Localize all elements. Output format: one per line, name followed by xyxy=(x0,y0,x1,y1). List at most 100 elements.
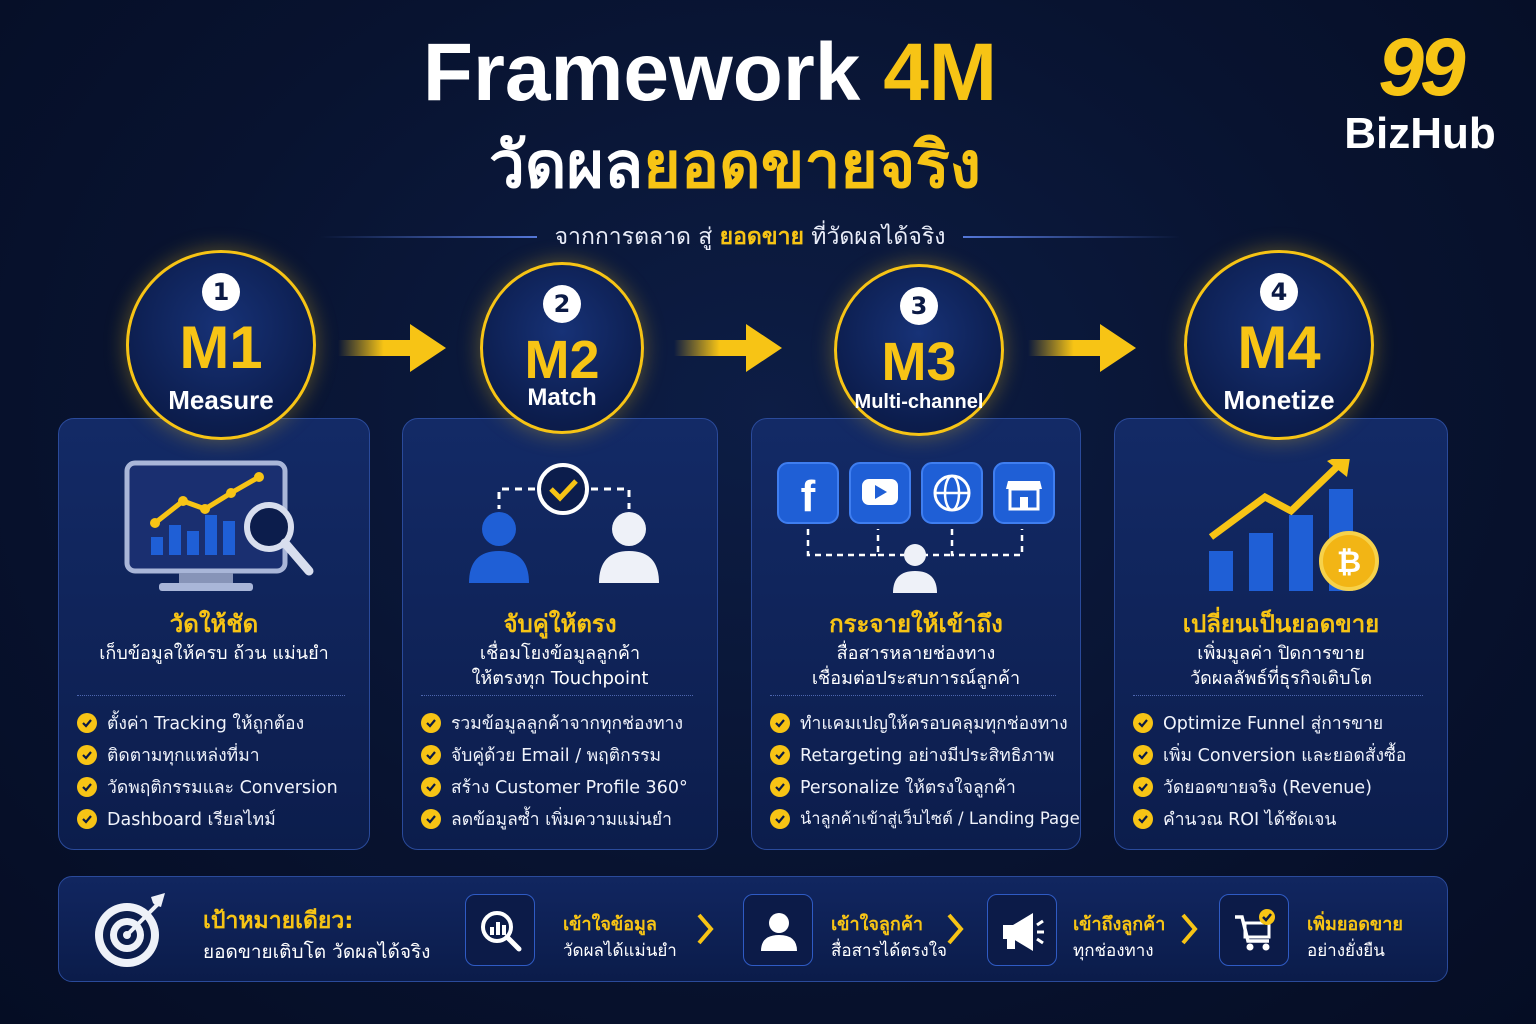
page-subtitle: วัดผลยอดขายจริง xyxy=(0,128,1470,204)
tagline-part2: ยอดขาย xyxy=(719,224,804,250)
list-item-text: วัดพฤติกรรมและ Conversion xyxy=(107,778,338,798)
step-circle-m3: 3 M3 Multi-channel xyxy=(834,264,1004,436)
list-item-text: รวมข้อมูลลูกค้าจากทุกช่องทาง xyxy=(451,714,683,734)
megaphone-icon xyxy=(987,894,1057,966)
analytics-search-icon xyxy=(465,894,535,966)
tagline-line-right xyxy=(963,236,1180,238)
list-item: ลดข้อมูลซ้ำ เพิ่มความแม่นยำ xyxy=(421,803,709,835)
check-icon xyxy=(77,809,97,829)
svg-text:₿: ₿ xyxy=(1337,545,1361,580)
list-item: นำลูกค้าเข้าสู่เว็บไซต์ / Landing Page xyxy=(770,803,1080,835)
step-checklist: ตั้งค่า Tracking ให้ถูกต้อง ติดตามทุกแหล… xyxy=(77,707,361,835)
target-icon xyxy=(95,893,165,967)
step-description-line: เชื่อมโยงข้อมูลลูกค้า xyxy=(479,643,641,664)
cart-check-icon xyxy=(1219,894,1289,966)
monitor-analytics-icon xyxy=(124,460,314,591)
logo-number: 99 xyxy=(1378,22,1465,113)
logo-name: BizHub xyxy=(1344,109,1496,158)
step-description-line: สื่อสารหลายช่องทาง xyxy=(836,643,996,664)
list-item-text: Personalize ให้ตรงใจลูกค้า xyxy=(800,778,1016,798)
goal-bar: เป้าหมายเดียว: ยอดขายเติบโต วัดผลได้จริง… xyxy=(58,876,1448,982)
tagline-part3: ที่วัดผลได้จริง xyxy=(803,224,946,250)
list-item-text: ตั้งค่า Tracking ให้ถูกต้อง xyxy=(107,714,305,734)
step-title: เปลี่ยนเป็นยอดขาย xyxy=(1182,610,1380,638)
step-circle-m1: 1 M1 Measure xyxy=(126,250,316,440)
check-icon xyxy=(770,809,790,829)
tagline-part1: จากการตลาด สู่ xyxy=(554,224,720,250)
flow-step-subtitle: ทุกช่องทาง xyxy=(1073,941,1154,961)
step-number-badge: 2 xyxy=(543,285,581,323)
list-item-text: Dashboard เรียลไทม์ xyxy=(107,810,276,830)
step-name: Multi-channel xyxy=(854,391,984,413)
user-icon xyxy=(743,894,813,966)
arrow-right-icon xyxy=(338,324,446,372)
step-number-badge: 4 xyxy=(1260,273,1298,311)
check-icon xyxy=(1133,777,1153,797)
step-checklist: รวมข้อมูลลูกค้าจากทุกช่องทาง จับคู่ด้วย … xyxy=(421,707,709,835)
list-item-text: สร้าง Customer Profile 360° xyxy=(451,778,688,798)
list-item: ทำแคมเปญให้ครอบคลุมทุกช่องทาง xyxy=(770,707,1072,739)
list-item-text: จับคู่ด้วย Email / พฤติกรรม xyxy=(451,746,662,766)
check-icon xyxy=(77,713,97,733)
list-item: คำนวณ ROI ได้ชัดเจน xyxy=(1133,803,1439,835)
flow-step-title: เข้าใจข้อมูล xyxy=(563,914,657,935)
list-item: Dashboard เรียลไทม์ xyxy=(77,803,361,835)
subtitle-white: วัดผล xyxy=(488,129,644,203)
list-item-text: เพิ่ม Conversion และยอดสั่งซื้อ xyxy=(1163,746,1407,766)
arrow-right-icon xyxy=(674,324,782,372)
list-item: Personalize ให้ตรงใจลูกค้า xyxy=(770,771,1072,803)
arrow-right-icon xyxy=(1028,324,1136,372)
divider xyxy=(77,695,345,696)
flow-step-title: เพิ่มยอดขาย xyxy=(1307,914,1403,935)
step-code: M2 xyxy=(524,330,600,390)
goal-subtitle: ยอดขายเติบโต วัดผลได้จริง xyxy=(203,941,431,963)
step-circle-m2: 2 M2 Match xyxy=(480,262,644,434)
subtitle-yellow: ยอดขายจริง xyxy=(643,129,982,203)
list-item-text: ติดตามทุกแหล่งที่มา xyxy=(107,746,260,766)
step-code: M4 xyxy=(1237,314,1321,381)
check-icon xyxy=(421,777,441,797)
step-name: Measure xyxy=(168,385,274,415)
step-circle-m4: 4 M4 Monetize xyxy=(1184,250,1374,440)
list-item-text: Optimize Funnel สู่การขาย xyxy=(1163,714,1384,734)
check-icon xyxy=(421,809,441,829)
svg-text:f: f xyxy=(801,472,816,521)
step-code: M1 xyxy=(179,314,263,381)
channels-icon: f xyxy=(777,462,1055,593)
list-item: Retargeting อย่างมีประสิทธิภาพ xyxy=(770,739,1072,771)
list-item: รวมข้อมูลลูกค้าจากทุกช่องทาง xyxy=(421,707,709,739)
list-item-text: ลดข้อมูลซ้ำ เพิ่มความแม่นยำ xyxy=(451,810,672,830)
step-description: สื่อสารหลายช่องทาง เชื่อมต่อประสบการณ์ลู… xyxy=(752,641,1080,691)
title-4m: 4M xyxy=(883,27,998,118)
list-item-text: ทำแคมเปญให้ครอบคลุมทุกช่องทาง xyxy=(800,714,1068,734)
brand-logo: 99 BizHub xyxy=(1330,26,1510,158)
check-icon xyxy=(1133,713,1153,733)
list-item-text: วัดยอดขายจริง (Revenue) xyxy=(1163,778,1372,798)
tagline: จากการตลาด สู่ ยอดขาย ที่วัดผลได้จริง xyxy=(320,220,1180,254)
flow-step-subtitle: วัดผลได้แม่นยำ xyxy=(563,941,677,961)
check-icon xyxy=(77,745,97,765)
step-description: เพิ่มมูลค่า ปิดการขาย วัดผลลัพธ์ที่ธุรกิ… xyxy=(1115,641,1447,691)
step-description-line: เพิ่มมูลค่า ปิดการขาย xyxy=(1197,643,1365,664)
chevron-right-icon xyxy=(697,913,714,945)
list-item: สร้าง Customer Profile 360° xyxy=(421,771,709,803)
list-item-text: นำลูกค้าเข้าสู่เว็บไซต์ / Landing Page xyxy=(800,809,1080,828)
step-description-line: เชื่อมต่อประสบการณ์ลูกค้า xyxy=(811,668,1021,689)
step-code: M3 xyxy=(881,332,957,392)
check-icon xyxy=(1133,809,1153,829)
list-item: จับคู่ด้วย Email / พฤติกรรม xyxy=(421,739,709,771)
step-title: วัดให้ชัด xyxy=(169,610,259,638)
tagline-line-left xyxy=(320,236,537,238)
step-card-m1: วัดให้ชัด เก็บข้อมูลให้ครบ ถ้วน แม่นยำ ต… xyxy=(58,418,370,850)
list-item-text: คำนวณ ROI ได้ชัดเจน xyxy=(1163,810,1337,830)
list-item: ติดตามทุกแหล่งที่มา xyxy=(77,739,361,771)
list-item: เพิ่ม Conversion และยอดสั่งซื้อ xyxy=(1133,739,1439,771)
divider xyxy=(770,695,1056,696)
list-item: วัดพฤติกรรมและ Conversion xyxy=(77,771,361,803)
step-title: กระจายให้เข้าถึง xyxy=(829,610,1003,638)
step-card-m4: ₿ เปลี่ยนเป็นยอดขาย เพิ่มมูลค่า ปิดการขา… xyxy=(1114,418,1448,850)
flow-step-title: เข้าถึงลูกค้า xyxy=(1073,914,1166,935)
check-icon xyxy=(421,745,441,765)
list-item: ตั้งค่า Tracking ให้ถูกต้อง xyxy=(77,707,361,739)
list-item-text: Retargeting อย่างมีประสิทธิภาพ xyxy=(800,746,1055,766)
